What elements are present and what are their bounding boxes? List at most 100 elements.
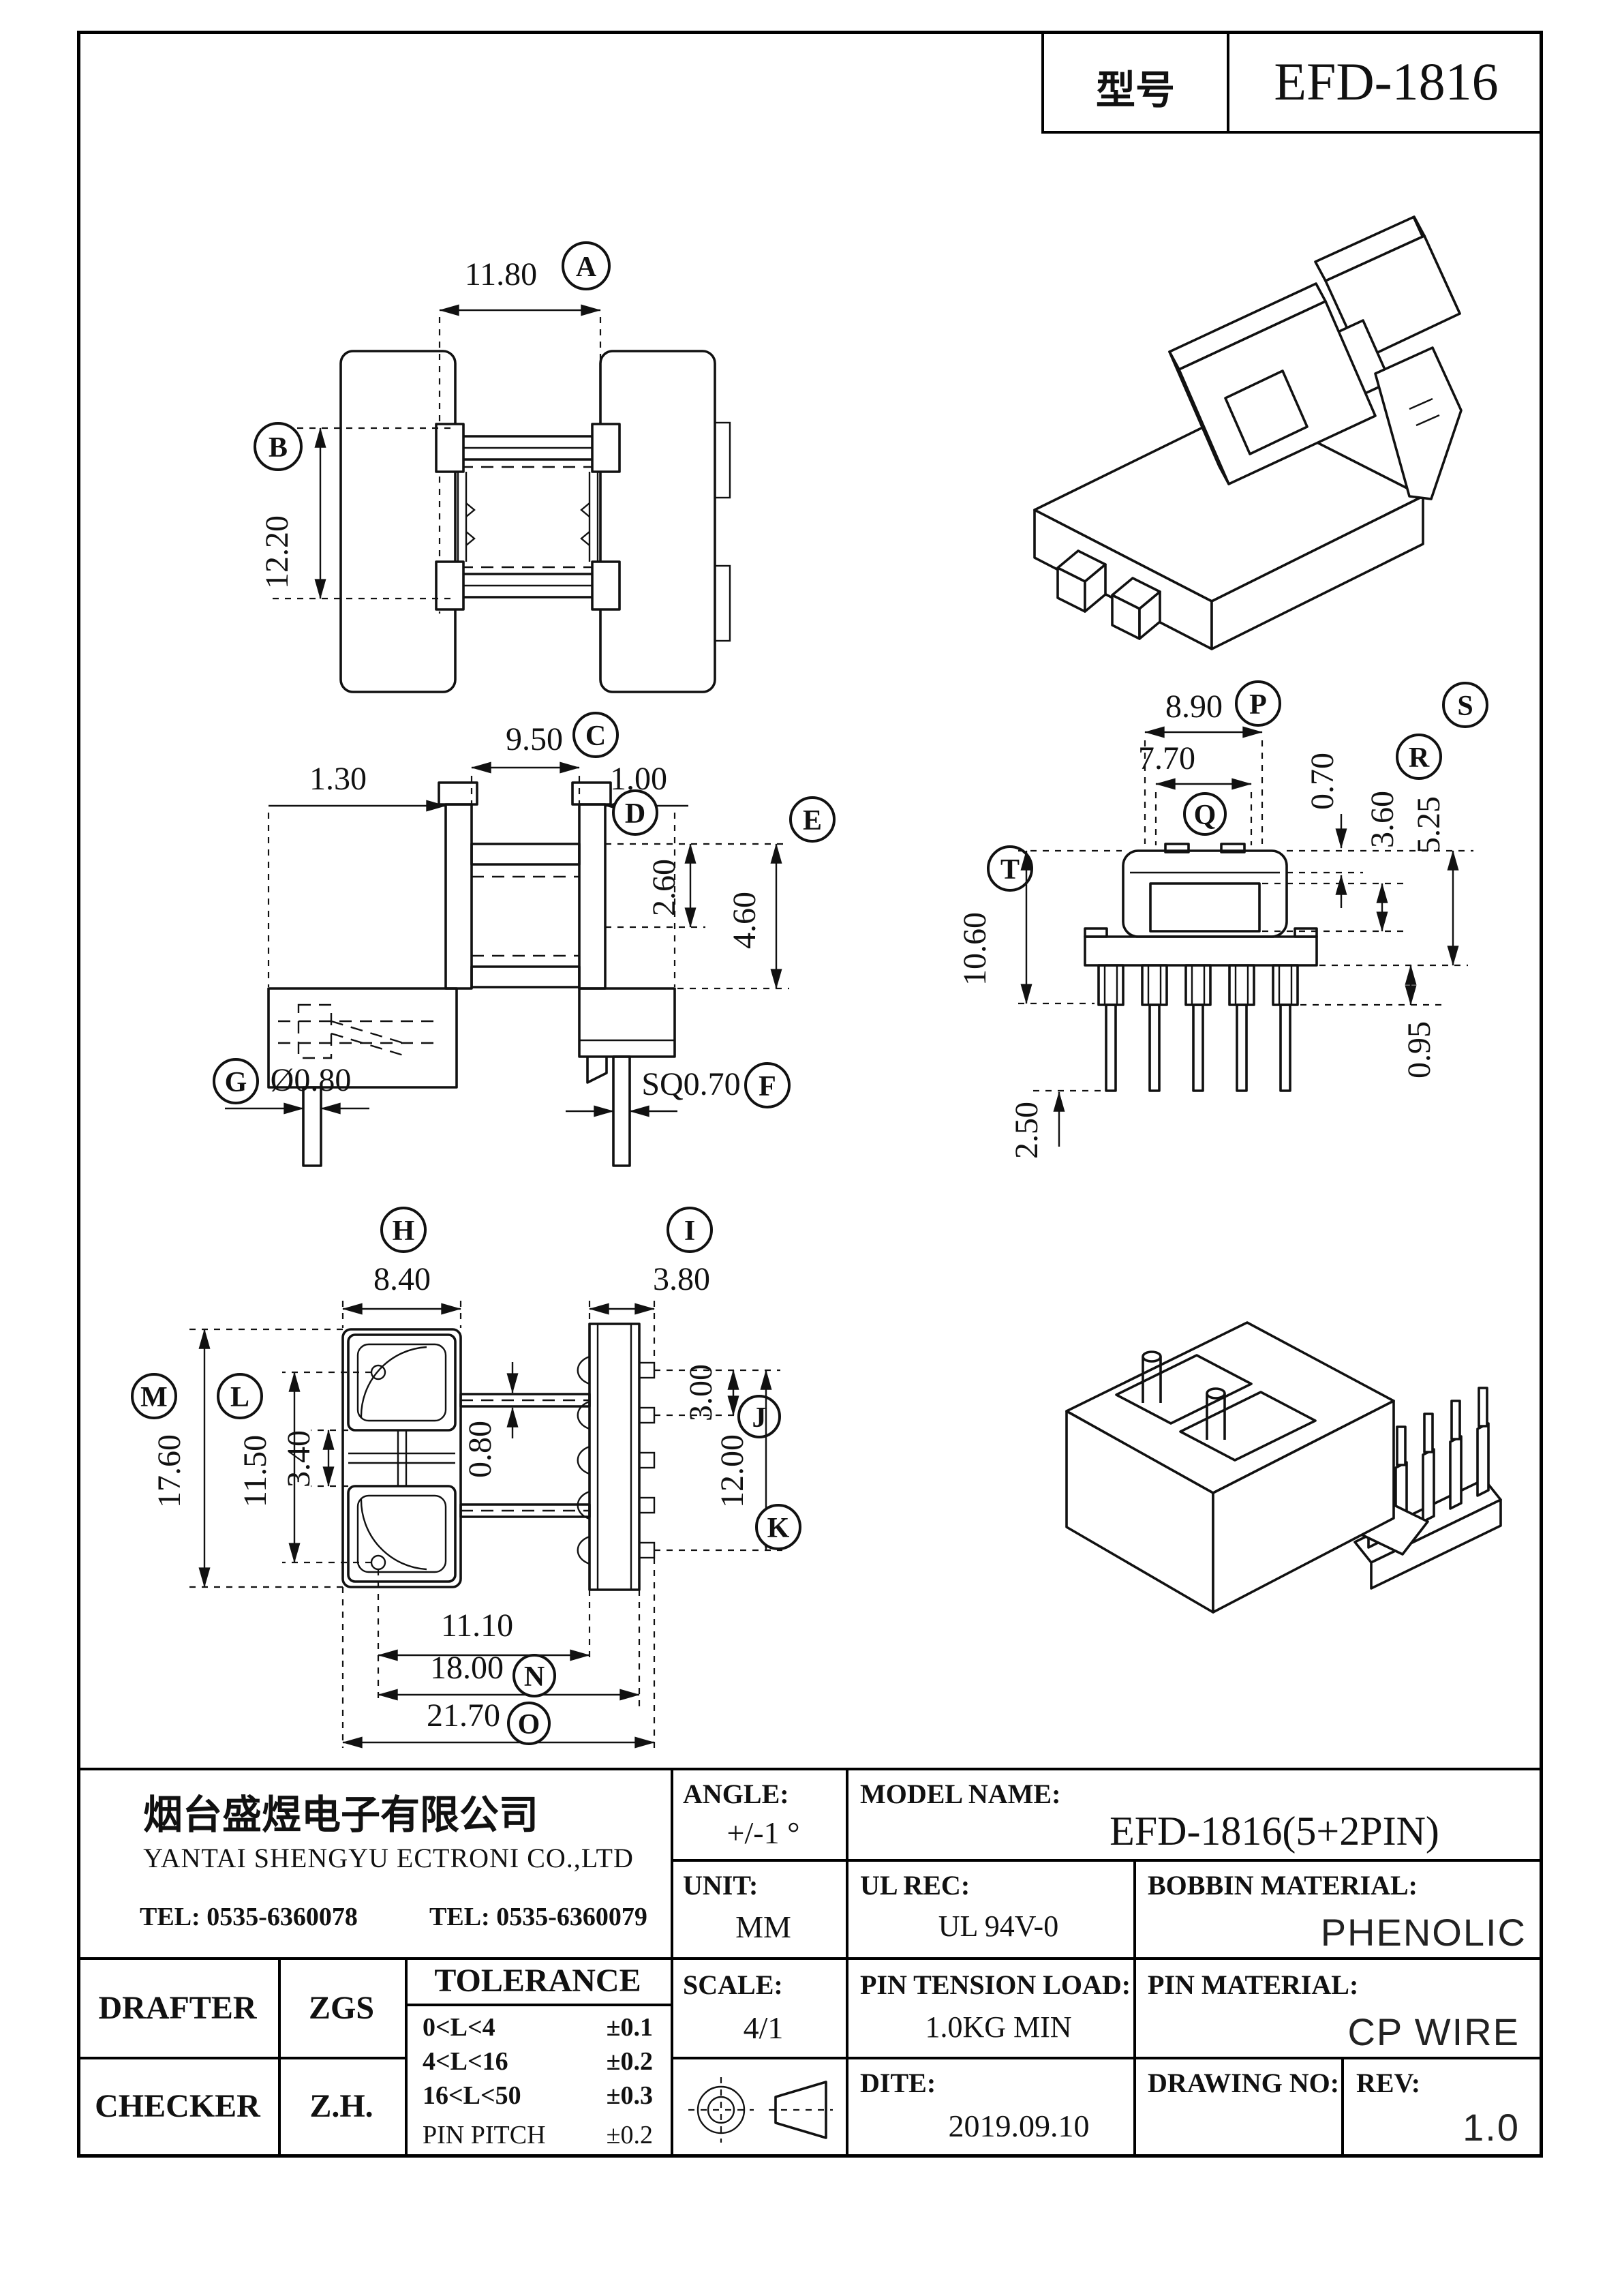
- balloon-d-letter: D: [625, 798, 645, 830]
- dim-text-d: 2.60: [646, 859, 682, 916]
- dim-text-r: 3.60: [1364, 791, 1401, 848]
- unit-value: MM: [735, 1909, 791, 1944]
- balloon-q: [1183, 792, 1227, 836]
- company-tel-2: TEL: 0535-6360079: [429, 1903, 647, 1931]
- pin-material-value: CP WIRE: [1347, 2010, 1520, 2053]
- tolerance-title: TOLERANCE: [434, 1963, 641, 1999]
- balloon-p: [1235, 680, 1281, 727]
- dim-text-web: 3.40: [281, 1430, 317, 1487]
- balloon-s-letter: S: [1457, 691, 1473, 722]
- view-front: 9.50 C 1.30 1.00 D 2.60 E 4.60 G Ø0.80 F…: [213, 712, 836, 1167]
- pin-headers: [1097, 964, 1299, 1006]
- balloon-b: [254, 422, 303, 471]
- dim-text-c: 9.50: [506, 721, 563, 757]
- balloon-j-letter: J: [752, 1402, 767, 1434]
- balloon-l-letter: L: [230, 1382, 249, 1413]
- dim-text-n: 18.00: [430, 1650, 504, 1686]
- dim-text-inner: 11.10: [441, 1607, 513, 1644]
- balloon-e: [789, 796, 836, 843]
- tolerance-row: 16<L<50±0.3: [423, 2081, 653, 2110]
- dim-text-p: 8.90: [1165, 689, 1223, 725]
- ul-rec-value: UL 94V-0: [938, 1909, 1059, 1943]
- balloon-g: [213, 1058, 259, 1104]
- company-name-cn: 烟台盛煜电子有限公司: [142, 1792, 538, 1838]
- dim-text-slot: 0.80: [462, 1421, 498, 1478]
- balloon-h: [380, 1207, 427, 1253]
- dim-text-t: 10.60: [957, 912, 993, 986]
- company-tel-1: TEL: 0535-6360078: [140, 1903, 358, 1931]
- dim-text-k: 12.00: [714, 1434, 750, 1508]
- pin-material-label: PIN MATERIAL:: [1148, 1969, 1359, 2000]
- pins: [1105, 1003, 1291, 1092]
- pin-clips: [577, 1355, 590, 1565]
- balloon-k: [755, 1504, 801, 1550]
- drafter-value: ZGS: [308, 1990, 375, 2026]
- dim-text-h: 8.40: [373, 1261, 431, 1297]
- scale-value: 4/1: [743, 2010, 784, 2045]
- sheet-border: [77, 31, 1543, 2158]
- pin-tension-label: PIN TENSION LOAD:: [860, 1969, 1131, 2000]
- balloon-i-letter: I: [684, 1215, 695, 1247]
- titlebox-left-line: [1041, 31, 1044, 134]
- bobbin-material-label: BOBBIN MATERIAL:: [1148, 1870, 1418, 1901]
- dim-text-j: 3.00: [683, 1364, 719, 1421]
- dim-text-q: 7.70: [1138, 740, 1195, 776]
- balloon-l: [217, 1373, 263, 1419]
- dim-text-b: 12.20: [259, 515, 295, 589]
- balloon-s: [1442, 682, 1488, 728]
- balloon-c: [572, 712, 619, 758]
- balloon-n-letter: N: [524, 1661, 545, 1693]
- projection-symbol: [688, 2077, 833, 2143]
- balloon-f: [744, 1062, 791, 1108]
- checker-label: CHECKER: [95, 2088, 260, 2124]
- dim-text-g: Ø0.80: [271, 1062, 352, 1098]
- balloon-r-letter: R: [1409, 742, 1430, 774]
- view-pins: 8.90 P 7.70 Q T 10.60 0.70 R 3.60 S 5.25…: [957, 680, 1488, 1159]
- angle-value: +/-1 °: [726, 1815, 800, 1850]
- balloon-q-letter: Q: [1194, 800, 1216, 831]
- balloon-o: [507, 1702, 551, 1745]
- pin-squares: [638, 1361, 656, 1559]
- dim-text-e: 4.60: [726, 892, 763, 949]
- dim-text-lip: 0.70: [1304, 753, 1341, 810]
- rev-label: REV:: [1356, 2068, 1421, 2098]
- balloon-d: [612, 789, 658, 836]
- angle-label: ANGLE:: [683, 1779, 789, 1809]
- balloon-m-letter: M: [140, 1382, 168, 1413]
- date-value: 2019.09.10: [948, 2109, 1090, 2143]
- balloon-f-letter: F: [759, 1071, 776, 1102]
- balloon-a-letter: A: [576, 252, 597, 283]
- dim-text-i: 3.80: [653, 1261, 710, 1297]
- balloon-p-letter: P: [1249, 689, 1267, 721]
- balloon-b-letter: B: [269, 432, 288, 464]
- ul-rec-label: UL REC:: [860, 1870, 970, 1901]
- dim-text-l: 11.50: [237, 1435, 273, 1507]
- dim-text-a: 11.80: [465, 256, 537, 292]
- model-name-label: MODEL NAME:: [860, 1779, 1061, 1809]
- balloon-r: [1396, 734, 1442, 780]
- drawing-no-label: DRAWING NO:: [1148, 2068, 1340, 2098]
- balloon-k-letter: K: [767, 1513, 790, 1544]
- balloon-m: [131, 1373, 177, 1419]
- titlebox-bottom-line: [1041, 131, 1543, 134]
- scale-label: SCALE:: [683, 1969, 783, 2000]
- company-name-en: YANTAI SHENGYU ECTRONI CO.,LTD: [143, 1843, 634, 1873]
- view-plan: 8.40 H 3.80 I 3.00 J 12.00 K L 11.50 3.4…: [131, 1207, 801, 1749]
- tolerance-row: PIN PITCH±0.2: [423, 2121, 653, 2149]
- view-iso-top: [1033, 215, 1463, 650]
- model-value: EFD-1816: [1274, 52, 1499, 111]
- tolerance-row: 4<L<16±0.2: [423, 2047, 653, 2076]
- balloon-t-letter: T: [1000, 854, 1020, 886]
- view-side: 11.80 A B 12.20: [254, 241, 731, 693]
- tolerance-table: 0<L<4±0.1 4<L<16±0.2 16<L<50±0.3 PIN PIT…: [423, 2012, 653, 2150]
- dim-text-s: 5.25: [1411, 796, 1447, 854]
- tolerance-row: 0<L<4±0.1: [423, 2013, 653, 2042]
- bobbin-material-value: PHENOLIC: [1320, 1911, 1527, 1954]
- dim-text-o: 21.70: [427, 1697, 500, 1734]
- drafter-label: DRAFTER: [98, 1990, 257, 2026]
- rev-value: 1.0: [1463, 2106, 1520, 2149]
- dim-text-f: SQ0.70: [641, 1066, 740, 1102]
- model-label: 型号: [1095, 68, 1175, 112]
- checker-value: Z.H.: [309, 2088, 373, 2124]
- dim-text-1-30: 1.30: [309, 761, 367, 797]
